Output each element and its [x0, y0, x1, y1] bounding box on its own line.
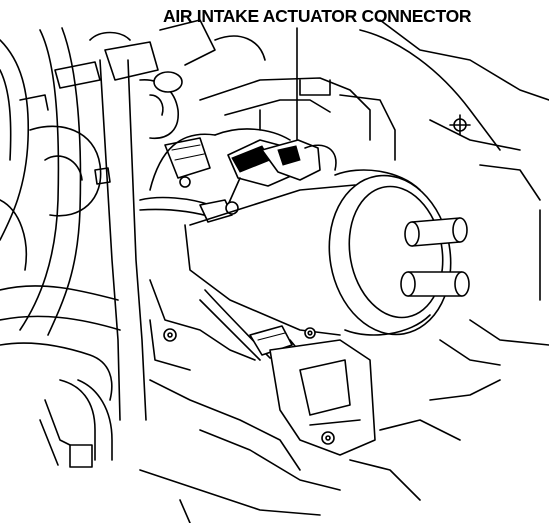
air-intake-actuator-connector [214, 139, 337, 211]
motor-studs [400, 217, 470, 297]
callout-label: AIR INTAKE ACTUATOR CONNECTOR [163, 6, 472, 26]
left-harness-tubes [0, 27, 147, 468]
blower-motor-body [184, 169, 452, 336]
bracket-bolt-right [304, 327, 316, 339]
upper-harness-clips [54, 19, 266, 139]
actuator-screw [321, 431, 335, 445]
lower-housing [139, 379, 501, 523]
harness-wires [139, 128, 291, 219]
wiring-connector-block [94, 137, 211, 188]
bracket-bolt-left [163, 328, 177, 342]
stud-lower [400, 271, 470, 297]
actuator-housing-top [199, 77, 396, 161]
actuator-module [269, 339, 376, 456]
left-engine-block [0, 94, 102, 271]
reference-mark-icon [449, 114, 471, 136]
stud-upper [404, 217, 468, 247]
right-housing [359, 19, 549, 366]
